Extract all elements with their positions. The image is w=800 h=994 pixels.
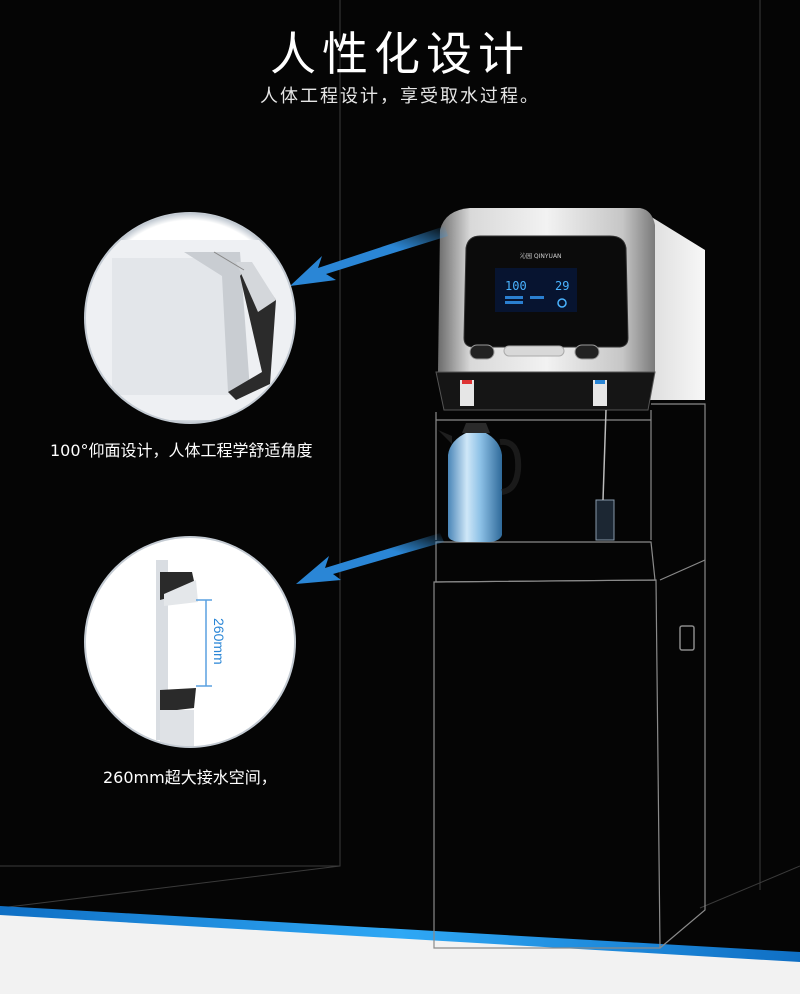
water-glass [595, 409, 615, 541]
dimension-label: 260mm [211, 618, 227, 665]
display-left-value: 100 [505, 279, 527, 293]
center-bar [503, 345, 565, 357]
display-right-value: 29 [555, 279, 569, 293]
detail-circle-angle [84, 212, 296, 424]
hot-water-button[interactable] [469, 344, 495, 360]
arrow-to-panel [290, 226, 448, 286]
brand-logo: 沁园 QINYUAN [520, 252, 562, 260]
page-subtitle: 人体工程设计，享受取水过程。 [260, 86, 540, 107]
page-title: 人性化设计 [270, 27, 530, 81]
feature-caption-height: 260mm超大接水空间， [103, 768, 277, 787]
feature-caption-angle: 100°仰面设计，人体工程学舒适角度 [50, 441, 313, 460]
kettle [438, 423, 522, 542]
floor-surface [0, 912, 800, 994]
arrow-to-tray [296, 533, 444, 584]
cold-faucet [593, 380, 607, 406]
hot-faucet [460, 380, 474, 406]
detail-circle-height: 260mm [84, 536, 296, 748]
lcd-screen [495, 268, 577, 312]
status-icon [557, 298, 567, 308]
cabinet-handle [679, 625, 695, 651]
cold-water-button[interactable] [574, 344, 600, 360]
water-dispenser: 100 29 沁园 QINYUAN [433, 208, 706, 949]
room-outline [0, 0, 800, 909]
